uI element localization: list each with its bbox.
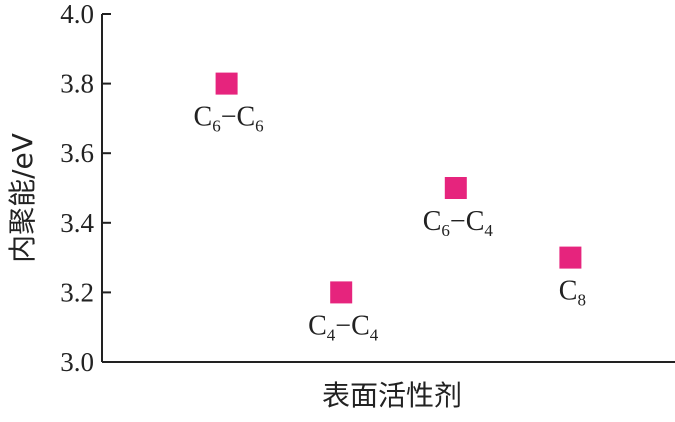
y-tick-label: 3.6 [60, 138, 94, 168]
data-point [330, 281, 353, 304]
y-axis-title: 内聚能/eV [6, 133, 39, 263]
y-tick-label: 3.2 [60, 277, 94, 307]
y-tick-label: 3.0 [60, 347, 94, 377]
point-label: C6−C6 [194, 102, 264, 136]
point-label: C6−C4 [423, 206, 494, 240]
y-ticks: 3.0 3.2 3.4 3.6 3.8 4.0 [60, 0, 111, 377]
point-label: C8 [559, 276, 586, 310]
y-tick-label: 3.8 [60, 69, 94, 99]
x-axis-title: 表面活性剂 [322, 379, 462, 412]
label-text: C [194, 102, 213, 133]
data-point [559, 246, 582, 269]
data-point [444, 177, 467, 199]
axes [101, 14, 675, 363]
label-subscript: 4 [327, 325, 336, 344]
label-subscript: 8 [577, 291, 586, 310]
label-text: C [423, 206, 442, 237]
label-subscript: 6 [212, 117, 221, 136]
y-tick-label: 4.0 [60, 0, 94, 29]
y-tick-label: 3.4 [60, 208, 94, 238]
label-subscript: 4 [484, 221, 493, 240]
label-text: C [308, 310, 327, 341]
data-point [215, 72, 238, 95]
label-subscript: 6 [255, 117, 264, 136]
label-subscript: 6 [441, 221, 450, 240]
data-points [215, 72, 582, 304]
label-text: −C [450, 206, 484, 237]
label-text: C [559, 276, 578, 307]
label-text: −C [335, 310, 369, 341]
point-label: C4−C4 [308, 310, 379, 344]
label-text: −C [221, 102, 255, 133]
label-subscript: 4 [370, 325, 379, 344]
